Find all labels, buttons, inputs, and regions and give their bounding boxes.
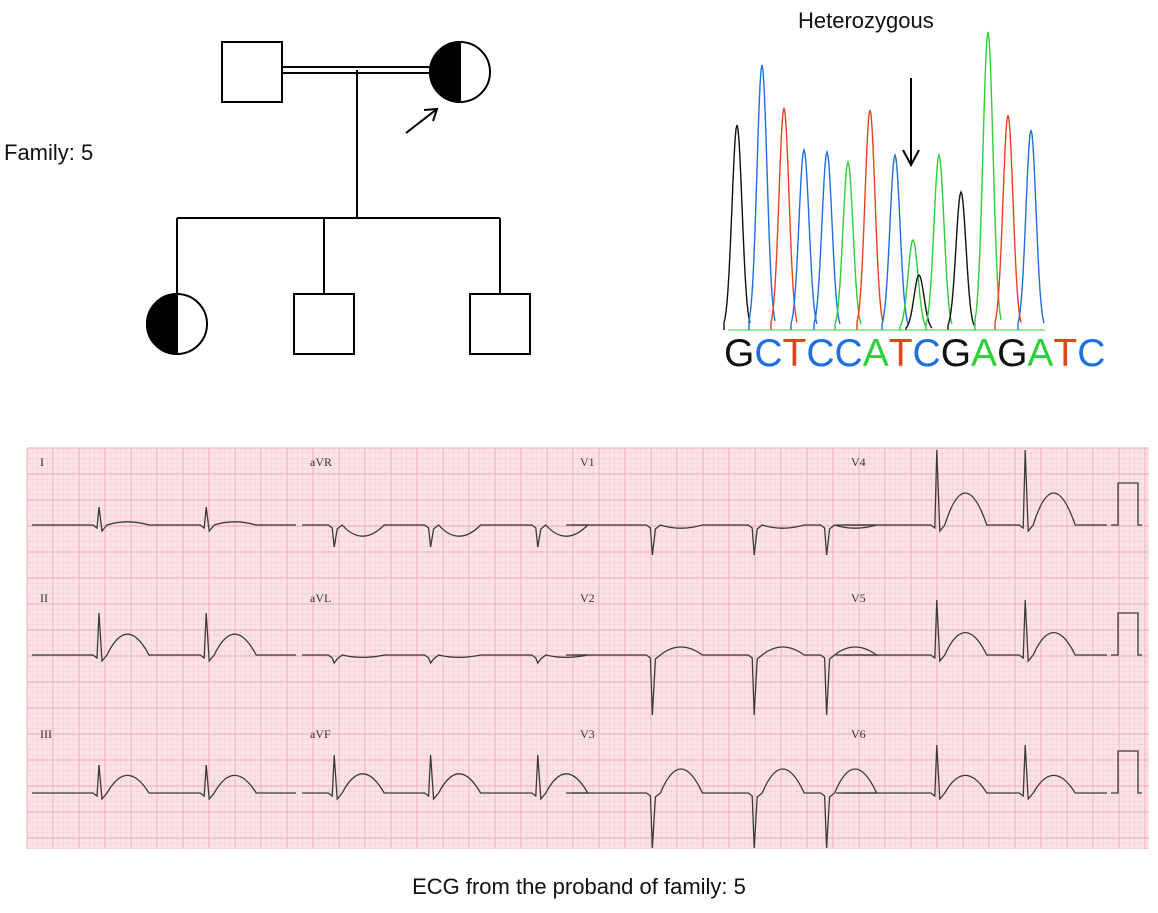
chromatogram-peak: [1017, 129, 1045, 330]
ecg-minor-grid: [27, 448, 1149, 849]
ecg-trace-avr: [302, 524, 590, 548]
chromatogram-peak: [790, 147, 818, 330]
ecg-trace-ii: [32, 612, 296, 663]
chromatogram-peak: [856, 109, 884, 330]
ecg-traces: [32, 449, 1142, 849]
ecg-lead-label: aVF: [310, 727, 331, 741]
pedigree-father: [221, 41, 283, 103]
ecg-grid: [26, 447, 1149, 849]
chromatogram-peak: [813, 149, 841, 330]
calibration-pulse: [1111, 750, 1142, 794]
ecg-trace-avl: [302, 654, 588, 665]
pedigree-daughter: [146, 292, 208, 356]
heterozygous-label: Heterozygous: [798, 8, 934, 33]
ecg-lead-label: V2: [580, 591, 595, 605]
ecg-trace-iii: [32, 764, 296, 801]
sequence-base: T: [1053, 332, 1078, 375]
pedigree-son-1: [293, 293, 355, 355]
ecg-trace-avf: [302, 754, 589, 801]
pedigree: [146, 40, 531, 356]
ecg-lead-label: V4: [851, 455, 866, 469]
sequence-base: T: [888, 332, 913, 375]
ecg-trace-v3: [572, 768, 878, 849]
ecg-major-grid: [26, 447, 1149, 849]
ecg-lead-label: V6: [851, 727, 866, 741]
sequence-base: C: [1077, 332, 1106, 375]
sequence-base: C: [834, 332, 863, 375]
sequence-base: A: [1027, 332, 1054, 375]
family-label: Family: 5: [4, 140, 94, 165]
sequence-base: C: [806, 332, 835, 375]
ecg-paper: [27, 448, 1149, 849]
chromatogram-peak: [723, 124, 751, 330]
ecg-trace-v2: [572, 646, 879, 716]
ecg-lead-label: V1: [580, 455, 595, 469]
chromatogram-peak: [834, 159, 862, 330]
pedigree-mother-proband: [429, 40, 491, 104]
ecg-lead-label: V5: [851, 591, 866, 605]
chromatogram-peak: [881, 152, 909, 330]
chromatogram-peak: [748, 64, 776, 330]
ecg-lead-label: III: [40, 727, 52, 741]
ecg-caption: ECG from the proband of family: 5: [412, 874, 746, 899]
chromatogram-peak: [974, 31, 1002, 330]
dna-sequence: GCTCCATCGAGATC: [724, 332, 1105, 376]
ecg-lead-label: II: [40, 591, 48, 605]
ecg-trace-v1: [572, 524, 877, 556]
sequence-base: A: [971, 332, 998, 375]
chromatogram-peak: [925, 152, 953, 330]
ecg-lead-label: V3: [580, 727, 595, 741]
sequence-base: C: [912, 332, 941, 375]
chromatogram-peak: [899, 238, 927, 330]
proband-arrow-icon: [405, 107, 439, 134]
chromatogram: [723, 31, 1045, 331]
ecg-trace-v6: [843, 744, 1107, 801]
heterozygous-arrow-icon: [902, 78, 920, 168]
chromatogram-peak: [770, 107, 798, 330]
sequence-base: G: [940, 332, 972, 375]
pedigree-son-2: [469, 293, 531, 355]
sequence-base: T: [782, 332, 807, 375]
sequence-base: G: [724, 332, 755, 375]
ecg-trace-v5: [843, 599, 1107, 663]
chromatogram-peak: [947, 189, 975, 330]
ecg-lead-label: aVR: [310, 455, 332, 469]
sequence-base: C: [754, 332, 783, 375]
sequence-base: G: [997, 332, 1028, 375]
ecg-lead-label: aVL: [310, 591, 331, 605]
chromatogram-peak: [994, 114, 1022, 330]
sequence-base: A: [862, 332, 889, 375]
ecg-lead-label: I: [40, 455, 44, 469]
calibration-pulse: [1111, 482, 1142, 526]
ecg-trace-i: [32, 506, 296, 533]
ecg-trace-v4: [843, 449, 1107, 533]
calibration-pulse: [1111, 612, 1142, 656]
